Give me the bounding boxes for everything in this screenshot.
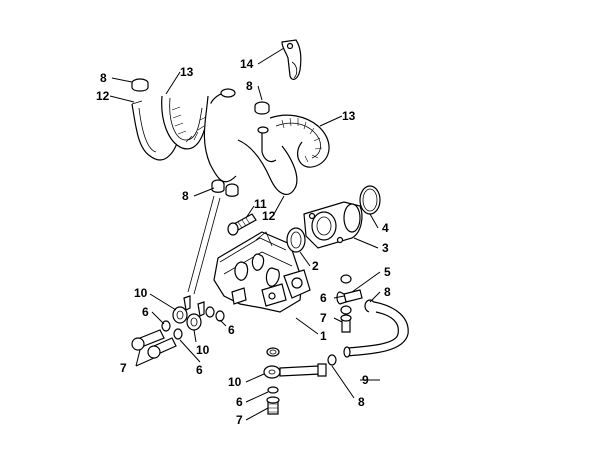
callout-8-top-left: 8 <box>100 71 107 85</box>
screw-bottom <box>266 396 280 415</box>
coolant-hose-right <box>237 114 330 195</box>
callout-7-left: 7 <box>120 361 127 375</box>
callout-4: 4 <box>382 221 389 235</box>
callout-6-left-upper: 6 <box>142 305 149 319</box>
callout-10-left-lower: 10 <box>196 343 210 357</box>
callout-7-right: 7 <box>320 311 327 325</box>
mounting-bolt <box>227 213 257 236</box>
callout-6-center: 6 <box>228 323 235 337</box>
washer-left-b <box>173 328 183 340</box>
callout-13-right: 13 <box>342 109 356 123</box>
callout-7-bottom: 7 <box>236 413 243 427</box>
hose-bracket <box>281 39 302 80</box>
banjo-bolt-left-a <box>131 329 165 351</box>
callout-13-top-left: 13 <box>180 65 194 79</box>
pump-cover-housing <box>303 201 363 249</box>
hose-clamp-bottom <box>327 354 337 366</box>
callout-labels: 8 12 13 14 8 13 8 11 12 4 3 2 5 6 8 7 1 … <box>96 57 391 427</box>
callout-14: 14 <box>240 57 254 71</box>
callout-8-middle: 8 <box>182 189 189 203</box>
banjo-fitting-left-lower <box>186 301 205 331</box>
callout-9: 9 <box>362 373 369 387</box>
callout-6-left-lower: 6 <box>196 363 203 377</box>
callout-8-right: 8 <box>384 285 391 299</box>
banjo-bolt-left-b <box>147 337 177 359</box>
hose-clamp-top-right <box>254 101 270 115</box>
oil-pump-assembly <box>213 231 311 313</box>
callout-12-top-left: 12 <box>96 89 110 103</box>
callout-11: 11 <box>254 197 267 211</box>
oil-line-tube <box>187 195 221 295</box>
banjo-fitting-left-upper <box>172 295 191 324</box>
callout-10-bottom: 10 <box>228 375 242 389</box>
gasket <box>286 227 306 253</box>
callout-2: 2 <box>312 259 319 273</box>
oil-hose <box>343 301 409 358</box>
callout-3: 3 <box>382 241 389 255</box>
hose-clamp-middle <box>211 179 239 197</box>
callout-10-left-upper: 10 <box>134 286 148 300</box>
washer-bottom-upper <box>266 347 280 357</box>
callout-6-bottom: 6 <box>236 395 243 409</box>
callout-1: 1 <box>320 329 327 343</box>
screw-right <box>340 314 352 333</box>
hose-clamp-top-left <box>131 78 149 92</box>
callout-8-bottom: 8 <box>358 395 365 409</box>
callout-5: 5 <box>384 265 391 279</box>
washer-right-lower <box>340 305 352 315</box>
washer-left-d <box>215 310 225 322</box>
coolant-hose-left <box>131 88 237 183</box>
banjo-fitting-bottom <box>263 363 327 379</box>
washer-bottom-lower <box>267 386 279 394</box>
callout-12-middle: 12 <box>262 209 276 223</box>
banjo-bolt-right <box>336 289 363 305</box>
washer-left-c <box>205 306 215 318</box>
callout-8-top-right: 8 <box>246 79 253 93</box>
washer-right-upper <box>340 274 352 284</box>
o-ring-large <box>359 185 381 215</box>
callout-6-right: 6 <box>320 291 327 305</box>
leader-lines <box>109 47 381 421</box>
